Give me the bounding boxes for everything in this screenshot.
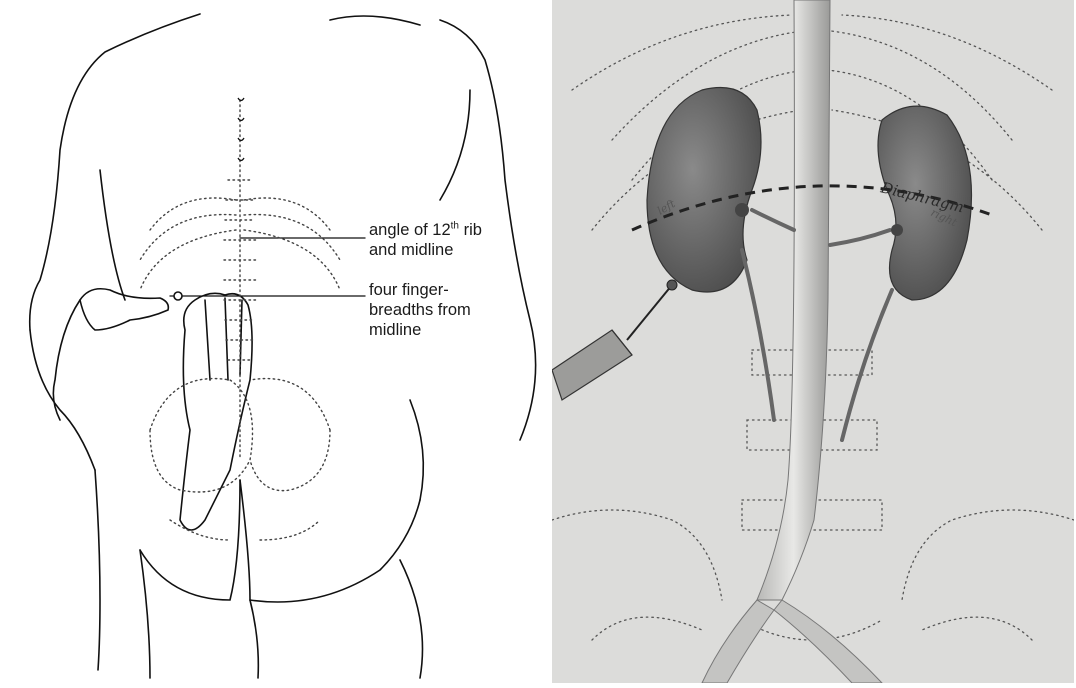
angle-label-line2: and midline	[369, 240, 544, 260]
angle-label-superscript: th	[451, 221, 459, 232]
fingers-label-line3: midline	[369, 320, 544, 340]
four-fingerbreadths-label: four finger- breadths from midline	[369, 280, 544, 340]
back-outline-drawing	[0, 0, 548, 683]
angle-12th-rib-label: angle of 12th rib and midline	[369, 220, 544, 260]
angle-label-text: angle of 12	[369, 221, 451, 239]
torso-outline	[30, 14, 200, 330]
aorta	[757, 0, 830, 600]
puncture-needle	[552, 280, 677, 400]
examiner-hand	[80, 289, 168, 330]
fingers-label-line1: four finger-	[369, 280, 544, 300]
left-ureter	[742, 250, 774, 420]
kidney-puncture-illustration: Diaphragm left right	[552, 0, 1074, 683]
back-landmark-figure: angle of 12th rib and midline four finge…	[0, 0, 548, 683]
iliac-vessels	[702, 600, 882, 683]
kidney-anatomy-drawing: Diaphragm left right	[552, 0, 1074, 683]
fingers-label-line2: breadths from	[369, 300, 544, 320]
angle-label-rib: rib	[459, 221, 482, 239]
right-ureter	[842, 290, 892, 440]
